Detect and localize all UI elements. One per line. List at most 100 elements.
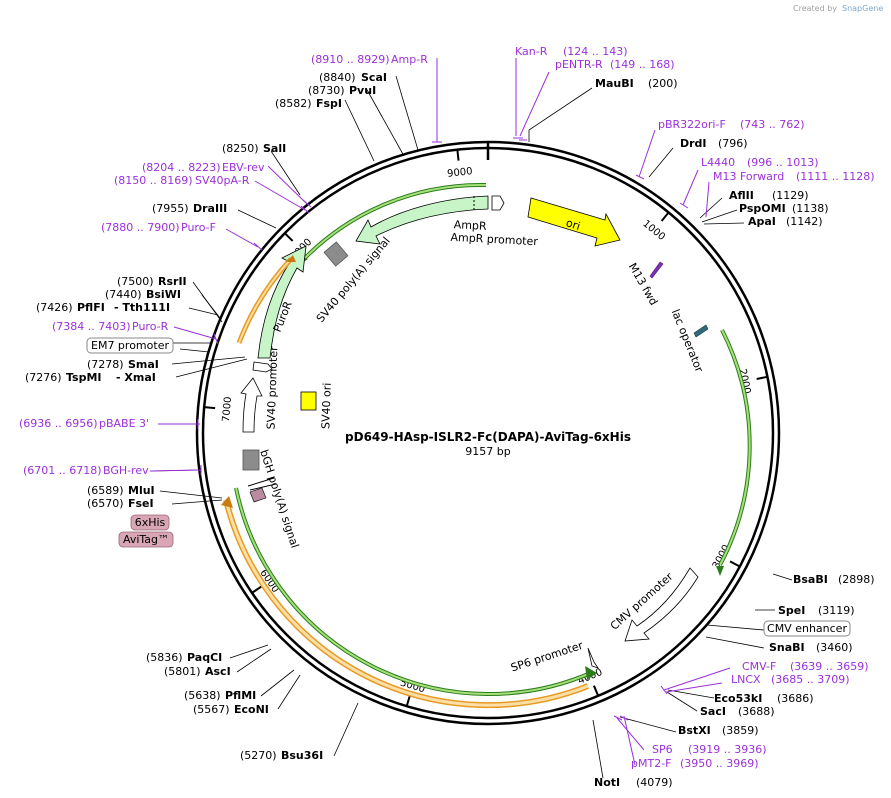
site-smai-pos: (7278) xyxy=(87,358,124,371)
puror-outer-arc-fill xyxy=(238,258,292,344)
6xhis-box xyxy=(130,514,170,531)
site-noti-name: NotI xyxy=(594,776,620,789)
site-scai-pos: (8840) xyxy=(319,71,356,84)
lac-operator-label: lac operator xyxy=(669,307,706,374)
m13-fwd-mark xyxy=(649,261,664,279)
plasmid-name: pD649-HAsp-ISLR2-Fc(DAPA)-AviTag-6xHis xyxy=(345,430,631,444)
site-xmai: - XmaI xyxy=(116,371,156,384)
primer-m13-forward-range: (1111 .. 1128) xyxy=(796,170,875,183)
site-bsiwi-pos: (7440) xyxy=(105,288,142,301)
site-drdi-pos: (796) xyxy=(718,137,748,150)
6xhis-mark xyxy=(249,487,267,503)
primer-lncx-range: (3685 .. 3709) xyxy=(771,673,850,686)
sv40-ori-label: SV40 ori xyxy=(319,383,334,430)
primer-l4440-name: L4440 xyxy=(701,156,735,169)
site-paqci-pos: (5836) xyxy=(146,651,183,664)
site-apai-name: ApaI xyxy=(748,215,776,228)
primer-kan-r-range: (124 .. 143) xyxy=(563,45,628,58)
site-fspi-pos: (8582) xyxy=(275,97,312,110)
primer-ebv-rev-range: (8204 .. 8223) xyxy=(142,161,221,174)
site-paqci-name: PaqCI xyxy=(187,651,222,664)
site-draiii-pos: (7955) xyxy=(152,202,189,215)
ampr-promoter-label: AmpR promoter xyxy=(450,231,538,249)
primer-ebv-rev-name: EBV-rev xyxy=(222,161,265,174)
avitag-box xyxy=(118,531,174,548)
primer-pentr-r-name: pENTR-R xyxy=(555,58,603,71)
sv40-polya-box xyxy=(323,241,349,267)
site-pflmi-pos: (5638) xyxy=(184,689,221,702)
site-bsu36i-name: Bsu36I xyxy=(281,749,323,762)
tick-label-9000: 9000 xyxy=(447,166,473,180)
site-pflmi-name: PflMI xyxy=(225,689,256,702)
ori-label: ori xyxy=(564,216,582,233)
primer-sv40pa-r-name: SV40pA-R xyxy=(195,174,250,187)
fc-orange-arrowhead xyxy=(221,496,233,508)
primer-marks xyxy=(149,58,731,766)
primer-pbabe3-name: pBABE 3' xyxy=(99,417,149,430)
ampr-label: AmpR xyxy=(453,218,487,233)
tick-mark-8000 xyxy=(284,232,294,242)
site-rsrii-pos: (7500) xyxy=(117,275,154,288)
site-fsei-pos: (6570) xyxy=(87,497,124,510)
site-fsei-name: FseI xyxy=(128,497,154,510)
site-snabi-name: SnaBI xyxy=(769,641,805,654)
em7-promoter-label: EM7 promoter xyxy=(91,339,169,352)
right-green-arc-fill xyxy=(719,329,751,566)
cmv-promoter-arrow xyxy=(624,567,699,642)
tick-mark-9000 xyxy=(456,149,460,161)
tick-label-1000: 1000 xyxy=(640,218,667,243)
primer-m13-forward-name: M13 Forward xyxy=(713,170,784,183)
lac-operator-mark xyxy=(693,324,709,338)
site-bstxi-pos: (3859) xyxy=(722,724,759,737)
site-asci-name: AscI xyxy=(205,665,231,678)
tick-mark-4000 xyxy=(593,685,600,697)
avitag-label: AviTag™ xyxy=(123,533,169,546)
site-snabi-pos: (3460) xyxy=(816,641,853,654)
fc-orange-arc xyxy=(223,499,590,709)
site-fspi-name: FspI xyxy=(316,97,342,110)
sv40-promoter-arrow xyxy=(240,377,263,433)
fc-green-arrowhead xyxy=(585,666,597,680)
site-sali-name: SalI xyxy=(263,142,286,155)
primer-lncx-name: LNCX xyxy=(731,673,761,686)
primer-puro-f-range: (7880 .. 7900) xyxy=(101,221,180,234)
credit-brand: SnapGene xyxy=(842,4,883,13)
sp6-promoter-arrow xyxy=(587,647,599,669)
primer-pbr322ori-f-name: pBR322ori-F xyxy=(658,118,726,131)
site-tspmi-pos: (7276) xyxy=(25,371,62,384)
site-pspomi-name: PspOMI xyxy=(739,202,786,215)
plasmid-size: 9157 bp xyxy=(465,445,510,458)
primer-pmt2-f-range: (3950 .. 3969) xyxy=(680,757,759,770)
6xhis-label: 6xHis xyxy=(135,516,166,529)
tick-label-7000: 7000 xyxy=(221,396,234,422)
tick-mark-3000 xyxy=(729,560,741,568)
site-pvui-name: PvuI xyxy=(349,84,376,97)
site-econi-name: EcoNI xyxy=(234,703,269,716)
site-bsu36i-pos: (5270) xyxy=(240,749,277,762)
primer-puro-r-range: (7384 .. 7403) xyxy=(52,320,131,333)
cmv-enhancer-label: CMV enhancer xyxy=(767,622,847,635)
site-aflii-name: AflII xyxy=(729,189,754,202)
site-maubi-name: MauBI xyxy=(595,77,634,90)
fc-tick-b xyxy=(249,483,277,491)
site-spei-name: SpeI xyxy=(778,604,805,617)
puror-outer-arrowhead xyxy=(286,255,296,262)
ampr-outer-arc-fill xyxy=(300,183,487,263)
site-mlui-pos: (6589) xyxy=(87,484,124,497)
site-eco53ki-name: Eco53kI xyxy=(714,692,762,705)
site-tth111i: - Tth111I xyxy=(114,301,170,314)
site-spei-pos: (3119) xyxy=(818,604,855,617)
site-apai-pos: (1142) xyxy=(786,215,823,228)
m13-fwd-label: M13 fwd xyxy=(626,261,661,308)
em7-promoter-arrow xyxy=(252,361,273,373)
site-noti-pos: (4079) xyxy=(636,776,673,789)
site-sali-pos: (8250) xyxy=(222,142,259,155)
primer-bgh-rev-range: (6701 .. 6718) xyxy=(23,464,102,477)
primer-sp6-range: (3919 .. 3936) xyxy=(688,743,767,756)
site-pflfi-name: PflFI xyxy=(77,301,105,314)
primer-amp-r-range: (8910 .. 8929) xyxy=(311,53,390,66)
primer-puro-r-name: Puro-R xyxy=(132,320,169,333)
site-pspomi-pos: (1138) xyxy=(792,202,829,215)
fc-tick-a xyxy=(247,477,275,487)
site-pvui-pos: (8730) xyxy=(308,84,345,97)
